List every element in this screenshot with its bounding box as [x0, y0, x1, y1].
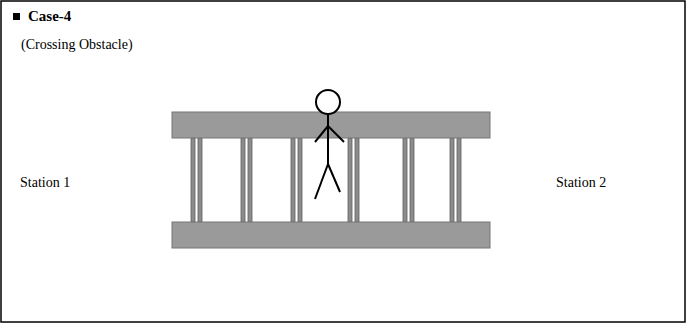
bottom-bar — [172, 222, 490, 248]
station-label: Station 2 — [556, 175, 606, 192]
case-subtitle: (Crossing Obstacle) — [21, 37, 133, 54]
bullet-square — [13, 13, 20, 20]
stick-figure — [315, 90, 344, 199]
case-title: Case-4 — [28, 7, 71, 25]
station-label: Station 1 — [20, 175, 70, 192]
pipe-pairs — [191, 138, 461, 222]
top-bar — [172, 112, 490, 138]
